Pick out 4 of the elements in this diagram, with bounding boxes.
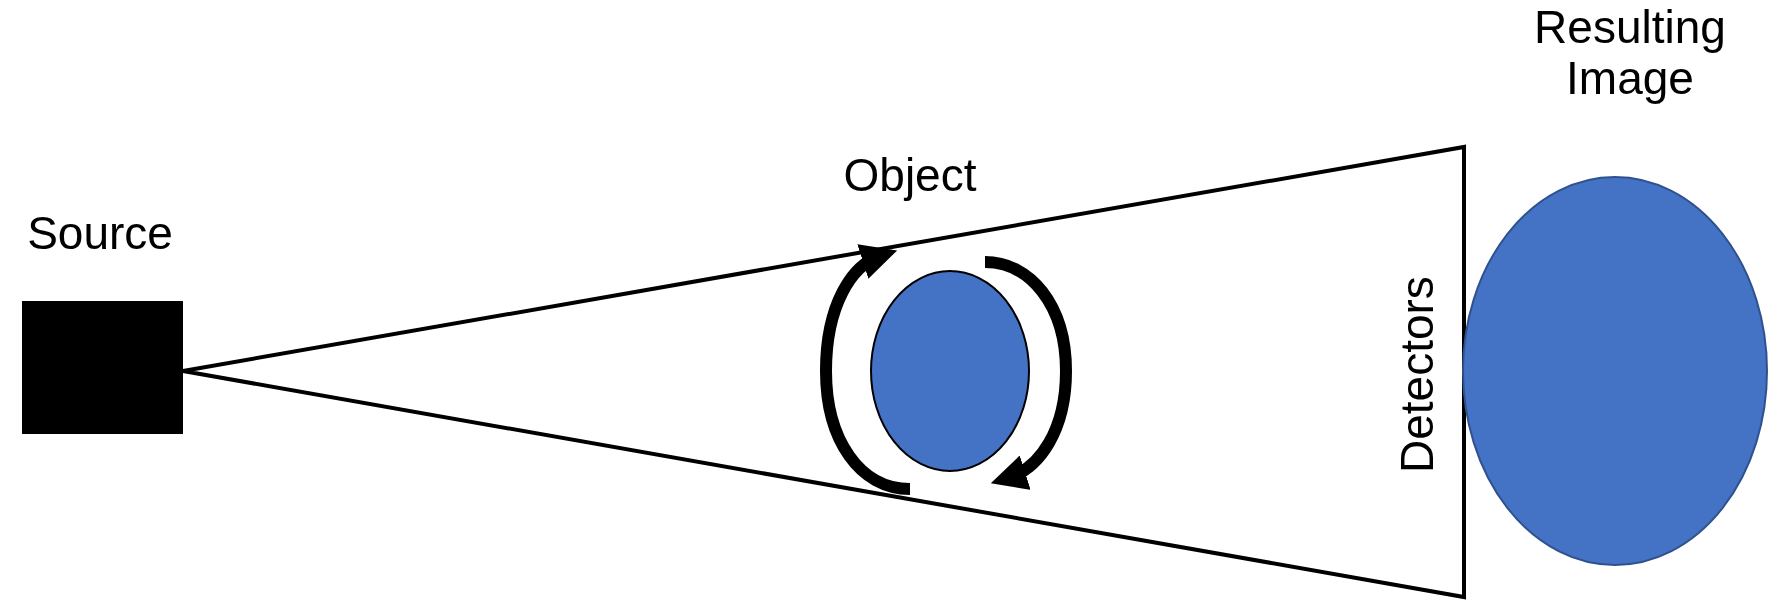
- detectors-label: Detectors: [1392, 230, 1443, 520]
- object-label: Object: [820, 150, 1000, 201]
- resulting-image-label: Resulting Image: [1500, 2, 1760, 104]
- source-label: Source: [10, 208, 190, 259]
